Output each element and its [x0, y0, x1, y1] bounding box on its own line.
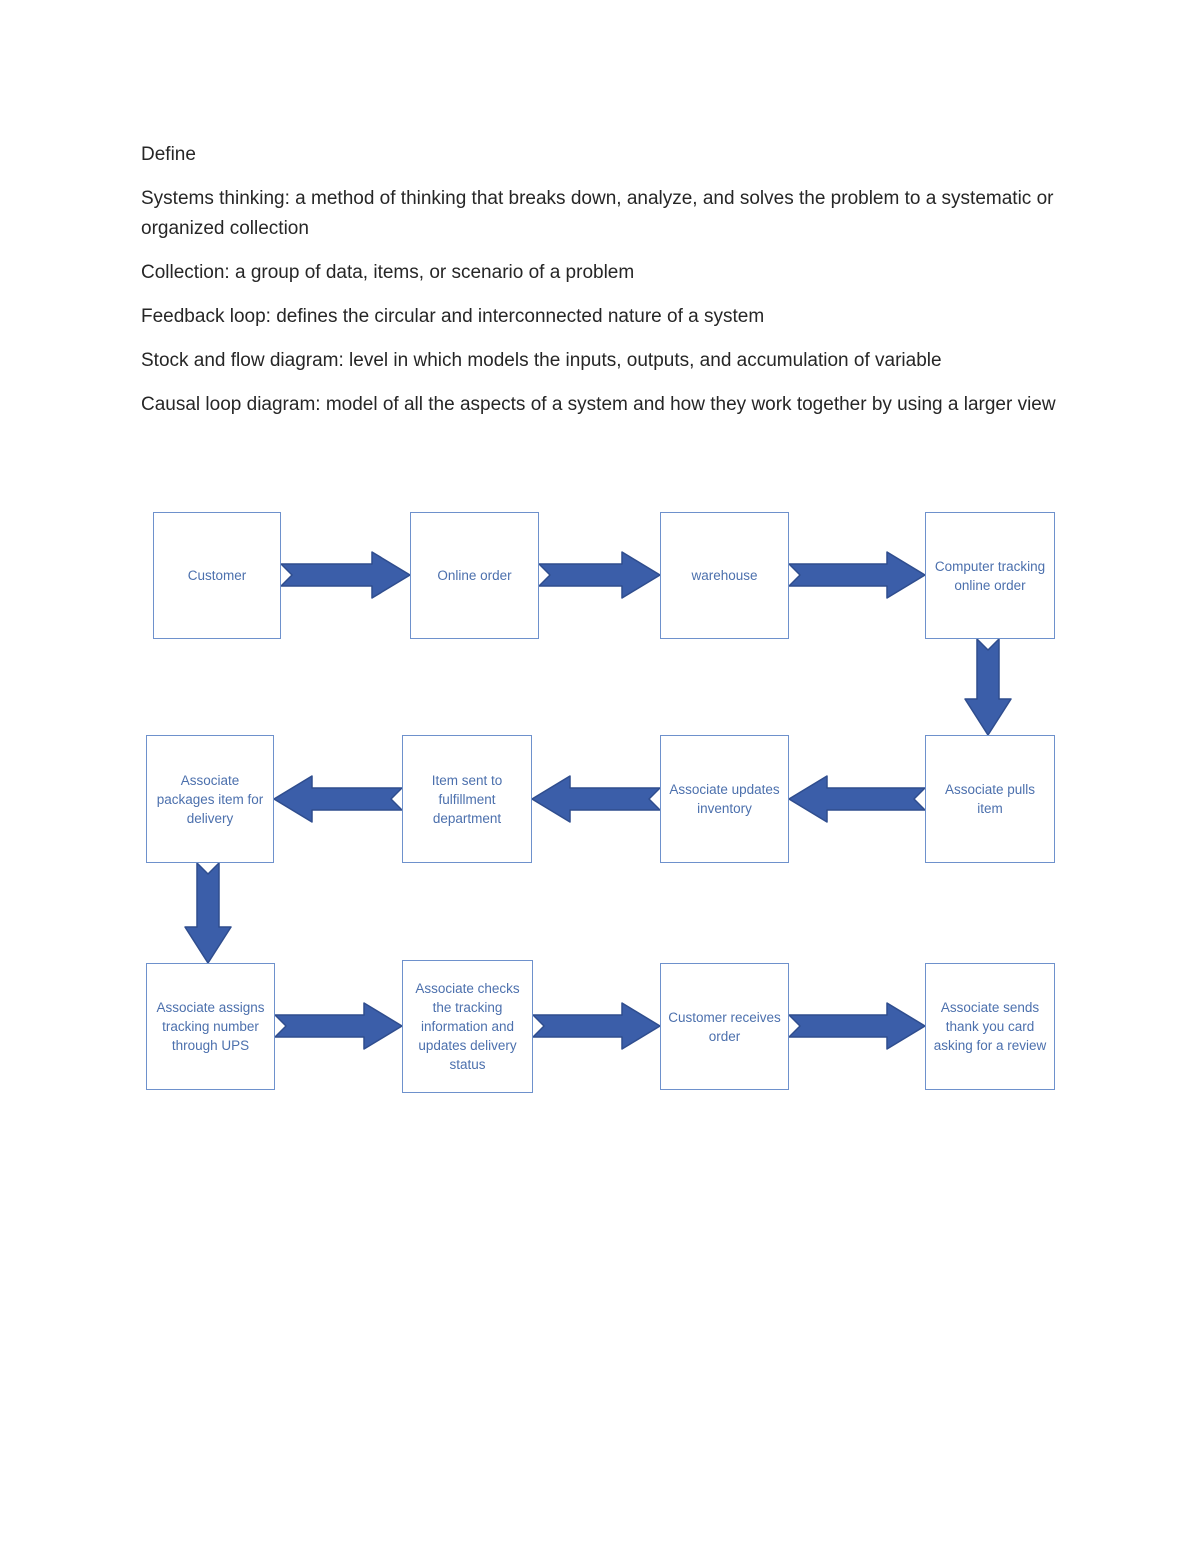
flow-box-label: Associate updates inventory	[669, 782, 780, 816]
flow-box-associate-assigns: Associate assigns tracking number throug…	[146, 963, 275, 1090]
flow-arrow-down-icon	[964, 639, 1012, 735]
definition-paragraph-collection: Collection: a group of data, items, or s…	[141, 262, 635, 283]
flow-box-label: Associate sends thank you card asking fo…	[933, 1000, 1047, 1053]
flow-arrow-right-icon	[539, 551, 660, 599]
definition-paragraph-stock-and-flow: Stock and flow diagram: level in which m…	[141, 350, 942, 371]
flow-arrow-right-icon	[789, 551, 925, 599]
flow-arrow-right-icon	[533, 1002, 660, 1050]
flow-box-associate-packages: Associate packages item for delivery	[146, 735, 274, 863]
flow-box-label: Online order	[437, 568, 512, 583]
flow-box-label: Associate packages item for delivery	[156, 772, 264, 826]
flow-box-associate-pulls: Associate pulls item	[925, 735, 1055, 863]
definition-paragraph-systems-thinking: Systems thinking: a method of thinking t…	[141, 188, 1054, 239]
flow-box-associate-updates: Associate updates inventory	[660, 735, 789, 863]
flow-arrow-down-icon	[184, 863, 232, 963]
flow-arrow-left-icon	[789, 775, 925, 823]
flow-box-item-sent: Item sent to fulfillment department	[402, 735, 532, 863]
flow-box-label: Customer	[187, 568, 247, 583]
flow-arrow-right-icon	[281, 551, 410, 599]
flow-box-label: warehouse	[691, 568, 758, 583]
flow-arrow-right-icon	[789, 1002, 925, 1050]
flow-arrow-left-icon	[532, 775, 660, 823]
flow-box-associate-checks: Associate checks the tracking informatio…	[402, 960, 533, 1093]
flow-box-label: Associate assigns tracking number throug…	[156, 1000, 265, 1053]
flow-box-label: Associate checks the tracking informatio…	[415, 981, 520, 1072]
flow-box-customer: Customer	[153, 512, 281, 639]
flow-box-customer-receives: Customer receives order	[660, 963, 789, 1090]
definition-paragraph-feedback-loop: Feedback loop: defines the circular and …	[141, 306, 765, 327]
flow-box-warehouse: warehouse	[660, 512, 789, 639]
flow-box-label: Item sent to fulfillment department	[431, 772, 503, 826]
flow-box-label: Associate pulls item	[944, 782, 1036, 816]
flow-arrow-left-icon	[274, 775, 402, 823]
definition-paragraph-causal-loop: Causal loop diagram: model of all the as…	[141, 394, 1056, 415]
definitions-section: Define Systems thinking: a method of thi…	[141, 140, 1056, 434]
flow-box-associate-sends: Associate sends thank you card asking fo…	[925, 963, 1055, 1090]
flow-box-label: Computer tracking online order	[934, 558, 1046, 593]
flow-box-label: Customer receives order	[668, 1009, 781, 1044]
flow-arrow-right-icon	[275, 1002, 402, 1050]
definitions-heading: Define	[141, 144, 196, 165]
flow-box-online-order: Online order	[410, 512, 539, 639]
flow-box-computer-tracking: Computer tracking online order	[925, 512, 1055, 639]
